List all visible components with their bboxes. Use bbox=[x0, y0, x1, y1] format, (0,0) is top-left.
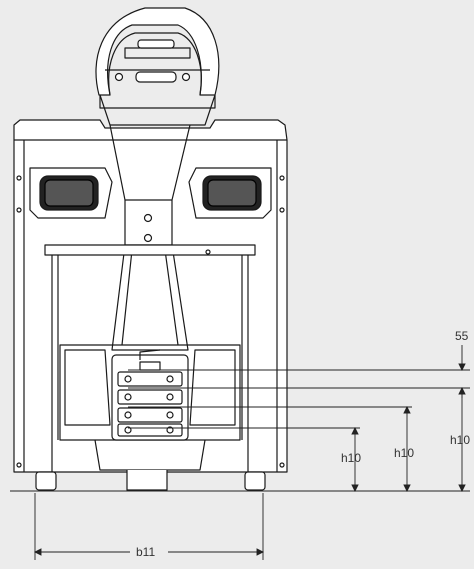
left-vent bbox=[29, 167, 113, 219]
valve-rows bbox=[117, 371, 183, 437]
right-vent bbox=[188, 167, 272, 219]
dimension-lines bbox=[10, 345, 470, 560]
left-wheel bbox=[35, 471, 57, 491]
dimension-label-55: 55 bbox=[455, 329, 469, 343]
central-column bbox=[109, 124, 191, 351]
dimension-label-h10-mid: h10 bbox=[394, 446, 414, 460]
valve-block bbox=[111, 349, 189, 441]
right-wheel bbox=[244, 471, 266, 491]
tiller-handle bbox=[95, 7, 220, 126]
lower-chassis bbox=[44, 244, 256, 491]
dimension-label-h10-low: h10 bbox=[341, 451, 361, 465]
dimension-label-b11: b11 bbox=[136, 545, 155, 559]
dimension-label-h10-high: h10 bbox=[450, 433, 470, 447]
